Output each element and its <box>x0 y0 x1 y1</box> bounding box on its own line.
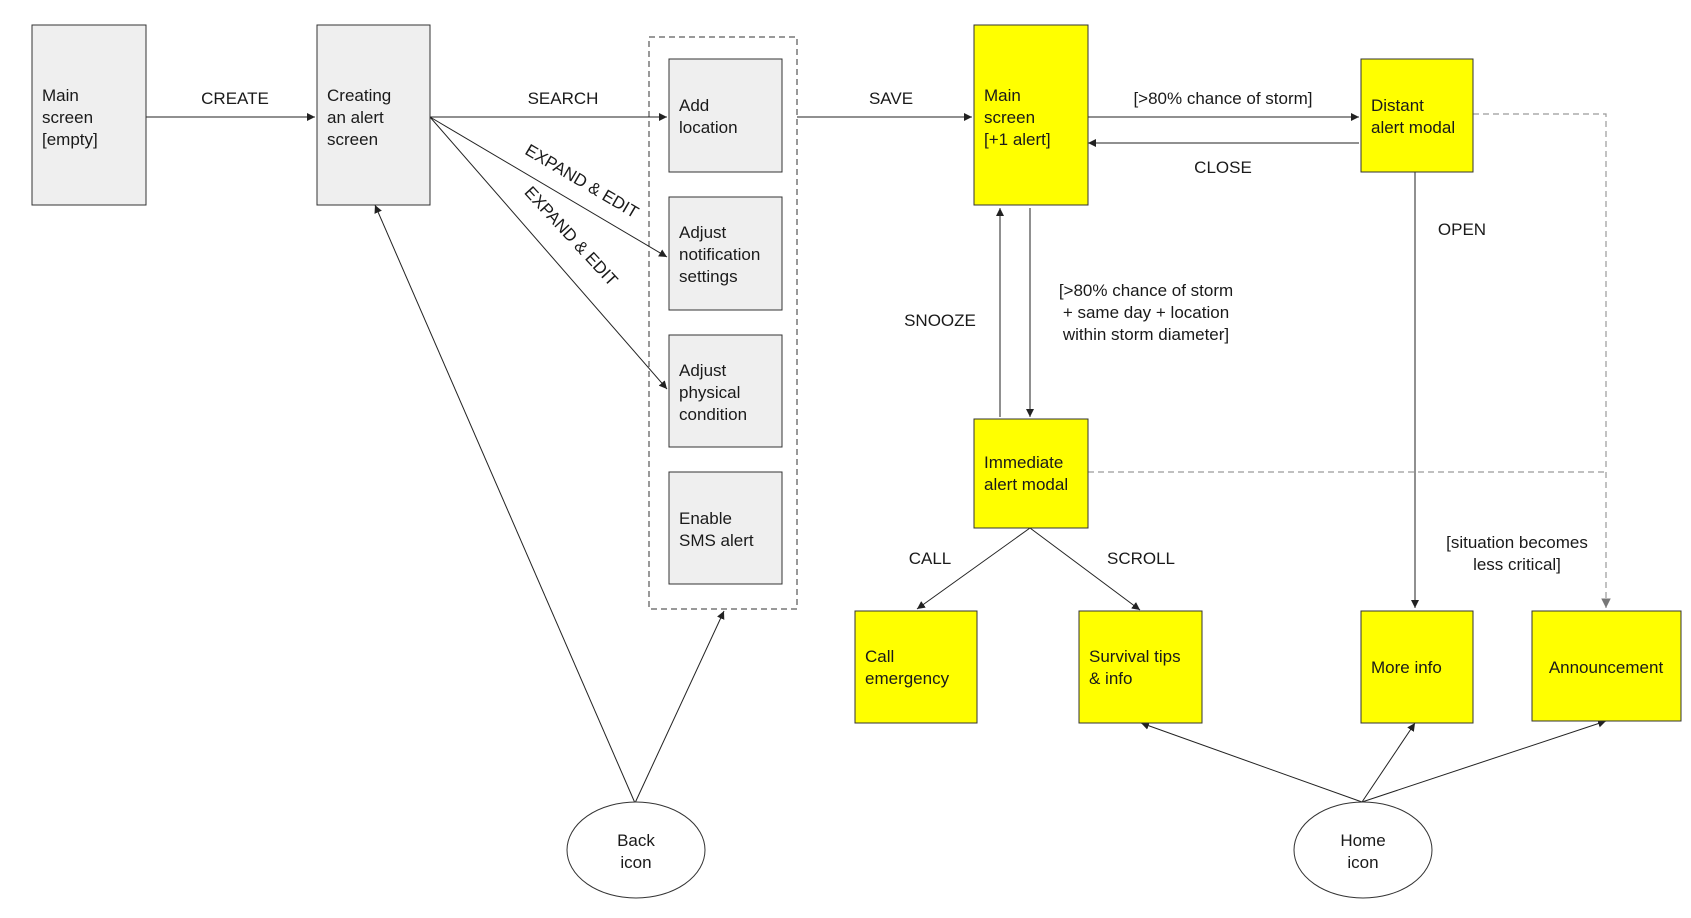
edge-label-open: OPEN <box>1438 220 1486 239</box>
main-screen-empty-box <box>31 24 147 206</box>
edge-distant-to-announcement-dashed <box>1473 113 1607 470</box>
edge-label-search: SEARCH <box>528 89 599 108</box>
add-location-box <box>668 58 783 173</box>
settings-group-frame <box>648 36 798 610</box>
back-icon-ellipse <box>566 801 706 899</box>
edge-label-create: CREATE <box>201 89 269 108</box>
announcement-label: Announcement <box>1549 658 1664 677</box>
home-icon-ellipse <box>1293 801 1433 899</box>
edge-label-snooze: SNOOZE <box>904 311 976 330</box>
survival-tips-label: Survival tips& info <box>1089 647 1181 688</box>
edge-expand-edit-physical <box>429 116 668 390</box>
edge-call <box>916 527 1031 610</box>
edge-label-storm-chance: [>80% chance of storm] <box>1133 89 1312 108</box>
main-screen-alert-box <box>973 24 1089 206</box>
survival-tips-box <box>1078 610 1203 724</box>
creating-alert-screen-box <box>316 24 431 206</box>
distant-alert-modal-box <box>1360 58 1474 173</box>
immediate-alert-modal-box <box>973 418 1089 529</box>
edge-scroll <box>1029 527 1141 611</box>
edge-home-to-survival <box>1140 721 1363 803</box>
edge-label-scroll: SCROLL <box>1107 549 1175 568</box>
edge-back-to-creating <box>374 204 636 804</box>
edge-home-to-more-info <box>1361 722 1416 803</box>
edge-expand-edit-notification <box>429 116 668 258</box>
edge-label-close: CLOSE <box>1194 158 1252 177</box>
adjust-physical-box <box>668 334 783 448</box>
edge-home-to-announcement <box>1361 719 1607 803</box>
edge-label-call: CALL <box>909 549 952 568</box>
more-info-box <box>1360 610 1474 724</box>
edges <box>146 113 1611 804</box>
announcement-box <box>1531 610 1682 722</box>
edge-label-storm-same-day: [>80% chance of storm+ same day + locati… <box>1059 281 1233 344</box>
adjust-notification-box <box>668 196 783 311</box>
edge-label-save: SAVE <box>869 89 913 108</box>
call-emergency-box <box>854 610 978 724</box>
more-info-label: More info <box>1371 658 1442 677</box>
enable-sms-box <box>668 471 783 585</box>
edge-back-to-group <box>634 610 725 804</box>
